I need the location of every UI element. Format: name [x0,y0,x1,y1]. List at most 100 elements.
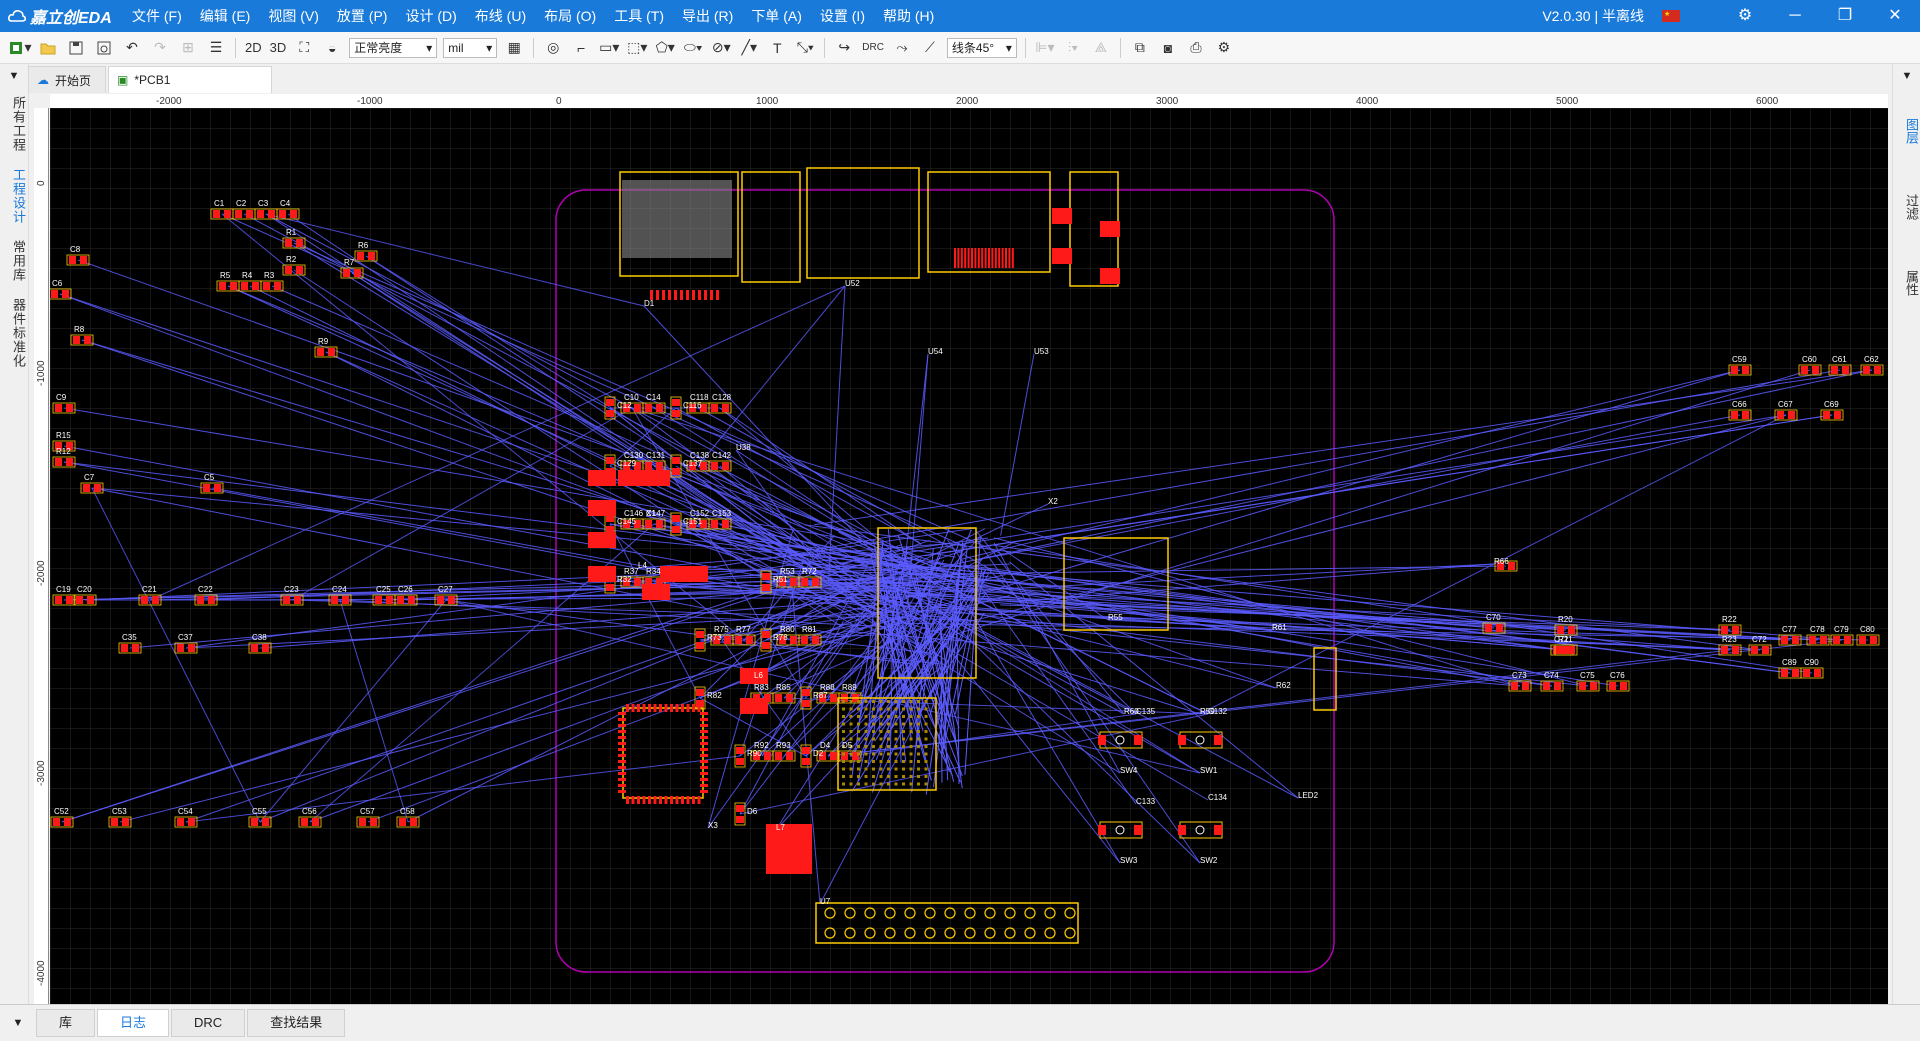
menu-route[interactable]: 布线 (U) [474,8,527,24]
right-tab-filter[interactable]: 过滤 [1904,194,1919,220]
ic-chip[interactable] [1063,537,1169,631]
smd-component[interactable] [52,594,76,606]
close-button[interactable]: ✕ [1888,7,1902,24]
smd-component[interactable] [1860,364,1884,376]
smd-component[interactable] [434,594,458,606]
smd-component[interactable] [108,816,132,828]
smd-component[interactable] [670,454,682,478]
audio-jack[interactable] [1052,171,1120,287]
smd-component[interactable] [248,642,272,654]
photo-icon[interactable]: ◙ [1163,39,1173,56]
smd-component[interactable] [282,237,306,249]
smd-component[interactable] [194,594,218,606]
flag-icon[interactable] [1662,10,1680,22]
pin-icon[interactable]: ▼ [12,1017,24,1029]
bottom-tab-drc[interactable]: DRC [171,1009,246,1037]
smd-component[interactable] [1718,644,1742,656]
smd-component[interactable] [1576,680,1600,692]
usb-connector-2[interactable] [741,171,801,283]
smd-component[interactable] [118,642,142,654]
grid-icon[interactable]: ▦ [507,39,521,55]
minimize-button[interactable]: ─ [1789,7,1801,24]
smd-component[interactable] [1494,560,1518,572]
smd-component[interactable] [174,816,198,828]
smd-component[interactable] [800,686,812,710]
list-icon[interactable]: ☰ [209,39,223,55]
smd-component[interactable] [328,594,352,606]
export-image-icon[interactable]: ⧉ [1134,39,1145,55]
hdmi-connector[interactable] [927,171,1051,273]
smd-component[interactable] [642,402,666,414]
route-mode-select[interactable]: 线条45°▾ [946,37,1017,58]
smd-component[interactable] [670,396,682,420]
bottom-tab-library[interactable]: 库 [36,1009,96,1037]
smd-component[interactable] [73,594,97,606]
zoom-fit-icon[interactable]: ⛶ [299,39,310,55]
right-tab-layers[interactable]: 图层 [1904,118,1919,144]
smd-component[interactable] [798,576,822,588]
open-folder-icon[interactable] [35,36,61,60]
no-entry-icon[interactable]: ⊘▾ [711,39,731,55]
menu-place[interactable]: 放置 (P) [336,8,388,24]
smd-component[interactable] [708,518,732,530]
qfp-chip[interactable] [618,704,708,804]
align-icon[interactable]: ⊫▾ [1035,39,1055,55]
smd-component[interactable] [356,816,380,828]
smd-component[interactable] [276,208,300,220]
select-area-icon[interactable]: ⬚▾ [627,39,648,55]
redo-icon[interactable]: ↷ [154,39,166,55]
mcu-chip[interactable] [877,527,977,679]
smd-component[interactable] [1820,409,1844,421]
smd-component[interactable] [248,816,272,828]
new-file-icon[interactable]: ▾ [7,36,33,60]
menu-settings[interactable]: 设置 (I) [819,8,865,24]
smd-component[interactable] [760,570,772,594]
smd-component[interactable] [1728,409,1752,421]
smd-component[interactable] [1718,624,1742,636]
smd-component[interactable] [50,816,74,828]
smd-component[interactable] [1554,624,1578,636]
polygon-icon[interactable]: ⬠▾ [655,39,675,55]
smd-component[interactable] [772,750,796,762]
bga-chip[interactable] [837,697,937,791]
smd-component[interactable] [1798,364,1822,376]
switch[interactable] [1178,731,1223,749]
smd-component[interactable] [280,594,304,606]
smd-component[interactable] [708,402,732,414]
smd-component[interactable] [298,816,322,828]
sd-card-connector[interactable] [806,167,920,279]
tab-pcb1[interactable]: ▣*PCB1 [108,66,273,93]
diff-pair-icon[interactable]: ⟋ [925,39,935,55]
smd-component[interactable] [1540,680,1564,692]
smd-component[interactable] [282,264,306,276]
pin-icon[interactable]: ⌐ [577,39,586,56]
left-tab-project-design[interactable]: 工程设计 [11,168,26,224]
smd-component[interactable] [52,456,76,468]
pin-header[interactable] [815,902,1079,944]
smd-component[interactable] [340,267,364,279]
brightness-select[interactable]: 正常亮度▾ [349,37,438,58]
switch[interactable] [1098,821,1143,839]
smd-component[interactable] [708,460,732,472]
smd-component[interactable] [1728,364,1752,376]
smd-component[interactable] [50,288,72,300]
switch[interactable] [1178,821,1223,839]
smd-component[interactable] [200,482,224,494]
rect-icon[interactable]: ▭▾ [599,39,620,55]
smd-component[interactable] [760,628,772,652]
pin-icon[interactable]: ▼ [8,70,20,82]
line-icon[interactable]: ╱▾ [741,39,757,55]
switch[interactable] [1098,731,1143,749]
flip-icon[interactable]: ⟁ [1094,39,1108,55]
tab-start-page[interactable]: ☁开始页 [28,66,107,93]
smd-component[interactable] [1748,644,1772,656]
menu-order[interactable]: 下单 (A) [751,8,802,24]
bottom-tab-log[interactable]: 日志 [97,1009,170,1037]
smd-component[interactable] [1508,680,1532,692]
left-tab-all-projects[interactable]: 所有工程 [11,96,26,152]
restore-button[interactable]: ❐ [1837,7,1853,24]
settings-gear-icon[interactable]: ⚙ [1737,7,1753,24]
text-icon[interactable]: T [772,39,782,56]
view-2d-button[interactable]: 2D [245,40,262,55]
